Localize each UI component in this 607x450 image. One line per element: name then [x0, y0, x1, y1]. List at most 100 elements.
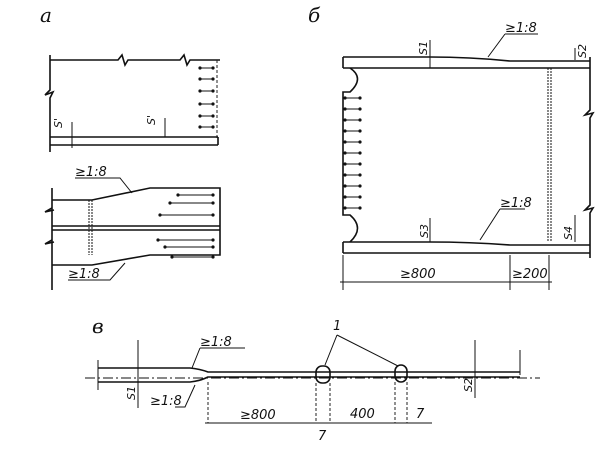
- weld-2: [394, 364, 408, 383]
- panel-v: в S1 S2 ≥1:8 ≥1:8 1 ≥800 400 7 7: [85, 314, 540, 444]
- dimension-label: ≥800: [240, 408, 276, 423]
- bolt: [343, 118, 347, 122]
- bolt: [198, 114, 202, 118]
- panel-v-label: в: [92, 314, 104, 338]
- panel-b: б S1 S2 S3 S4 ≥1:8 ≥1:8 ≥800 ≥200: [308, 3, 595, 290]
- dimension-label: 400: [350, 407, 375, 422]
- bolt: [358, 96, 362, 100]
- bolt: [211, 89, 215, 93]
- s4-label: S4: [562, 226, 575, 240]
- bolt: [358, 195, 362, 199]
- web-edge-notches: [342, 67, 359, 243]
- dimension-lines: [340, 255, 552, 290]
- weld: [547, 68, 552, 242]
- bottom-flange: [342, 241, 590, 254]
- s1-label: S1: [125, 386, 138, 400]
- dimension-label: ≥800: [400, 267, 436, 282]
- top-edge-break: [50, 53, 220, 67]
- thickness-label: S': [52, 118, 65, 128]
- bolt: [343, 184, 347, 188]
- thickness-label: S': [145, 115, 158, 125]
- bolt-group: [156, 193, 215, 259]
- bolt: [211, 238, 215, 242]
- thickness-lines: [429, 40, 576, 242]
- bolt: [358, 184, 362, 188]
- panel-a-label: а: [40, 3, 52, 27]
- slope-label: ≥1:8: [75, 165, 107, 180]
- bolt: [158, 213, 162, 217]
- weld: [88, 200, 93, 255]
- bolt: [343, 162, 347, 166]
- bolt: [358, 151, 362, 155]
- panel-a: а S' S' ≥1:8 ≥1:8: [40, 3, 221, 290]
- leader: [191, 347, 245, 369]
- bolt: [358, 129, 362, 133]
- right-edge-break: [582, 57, 595, 258]
- bolt: [198, 89, 202, 93]
- bolt: [343, 173, 347, 177]
- s1-label: S1: [417, 41, 430, 55]
- spliced-plate-section: [98, 367, 520, 383]
- bolt: [211, 213, 215, 217]
- bolt: [343, 107, 347, 111]
- callout-leaders: [324, 334, 399, 367]
- break-lines: [97, 350, 521, 390]
- bolt: [358, 173, 362, 177]
- bolt: [176, 193, 180, 197]
- bolt: [358, 118, 362, 122]
- bolt: [198, 125, 202, 129]
- plate: [50, 136, 219, 146]
- slope-label: ≥1:8: [500, 196, 532, 211]
- panel-b-label: б: [308, 3, 321, 27]
- bolt: [170, 255, 174, 259]
- bolt: [358, 107, 362, 111]
- bolt: [168, 201, 172, 205]
- leader: [68, 262, 126, 281]
- bolt: [211, 114, 215, 118]
- bolt: [156, 238, 160, 242]
- thickness-lines: [71, 118, 166, 148]
- slope-label: ≥1:8: [68, 267, 100, 282]
- bolt: [211, 66, 215, 70]
- bolt-group: [343, 96, 362, 210]
- callout-label: 1: [333, 319, 341, 334]
- thickness-lines: [137, 340, 476, 408]
- top-flange: [342, 56, 590, 69]
- s2-label: S2: [462, 378, 475, 392]
- dimension-label: ≥200: [512, 267, 548, 282]
- s2-label: S2: [576, 44, 589, 58]
- bolt: [211, 255, 215, 259]
- dimension-label: 7: [318, 429, 327, 444]
- slope-label: ≥1:8: [150, 394, 182, 409]
- bolt: [343, 206, 347, 210]
- weld-1: [315, 365, 331, 384]
- leader: [479, 208, 525, 241]
- leader: [75, 177, 133, 194]
- bolt: [198, 102, 202, 106]
- left-edge-break: [44, 55, 55, 152]
- extension-lines: [207, 382, 408, 423]
- bolt: [211, 77, 215, 81]
- bolt: [211, 245, 215, 249]
- slope-label: ≥1:8: [505, 21, 537, 36]
- leader: [487, 33, 538, 58]
- bolt: [343, 140, 347, 144]
- bolt: [343, 195, 347, 199]
- bolt: [343, 96, 347, 100]
- bolt: [211, 201, 215, 205]
- bolt: [358, 162, 362, 166]
- bolt: [211, 125, 215, 129]
- bolt: [358, 206, 362, 210]
- bolt: [198, 66, 202, 70]
- bolt: [358, 140, 362, 144]
- bolt-group: [198, 66, 215, 129]
- bolt: [211, 102, 215, 106]
- break-marks: [44, 207, 55, 245]
- bolt: [343, 151, 347, 155]
- slope-label: ≥1:8: [200, 335, 232, 350]
- bolt: [343, 129, 347, 133]
- bolt: [211, 193, 215, 197]
- dimension-label: 7: [416, 407, 425, 422]
